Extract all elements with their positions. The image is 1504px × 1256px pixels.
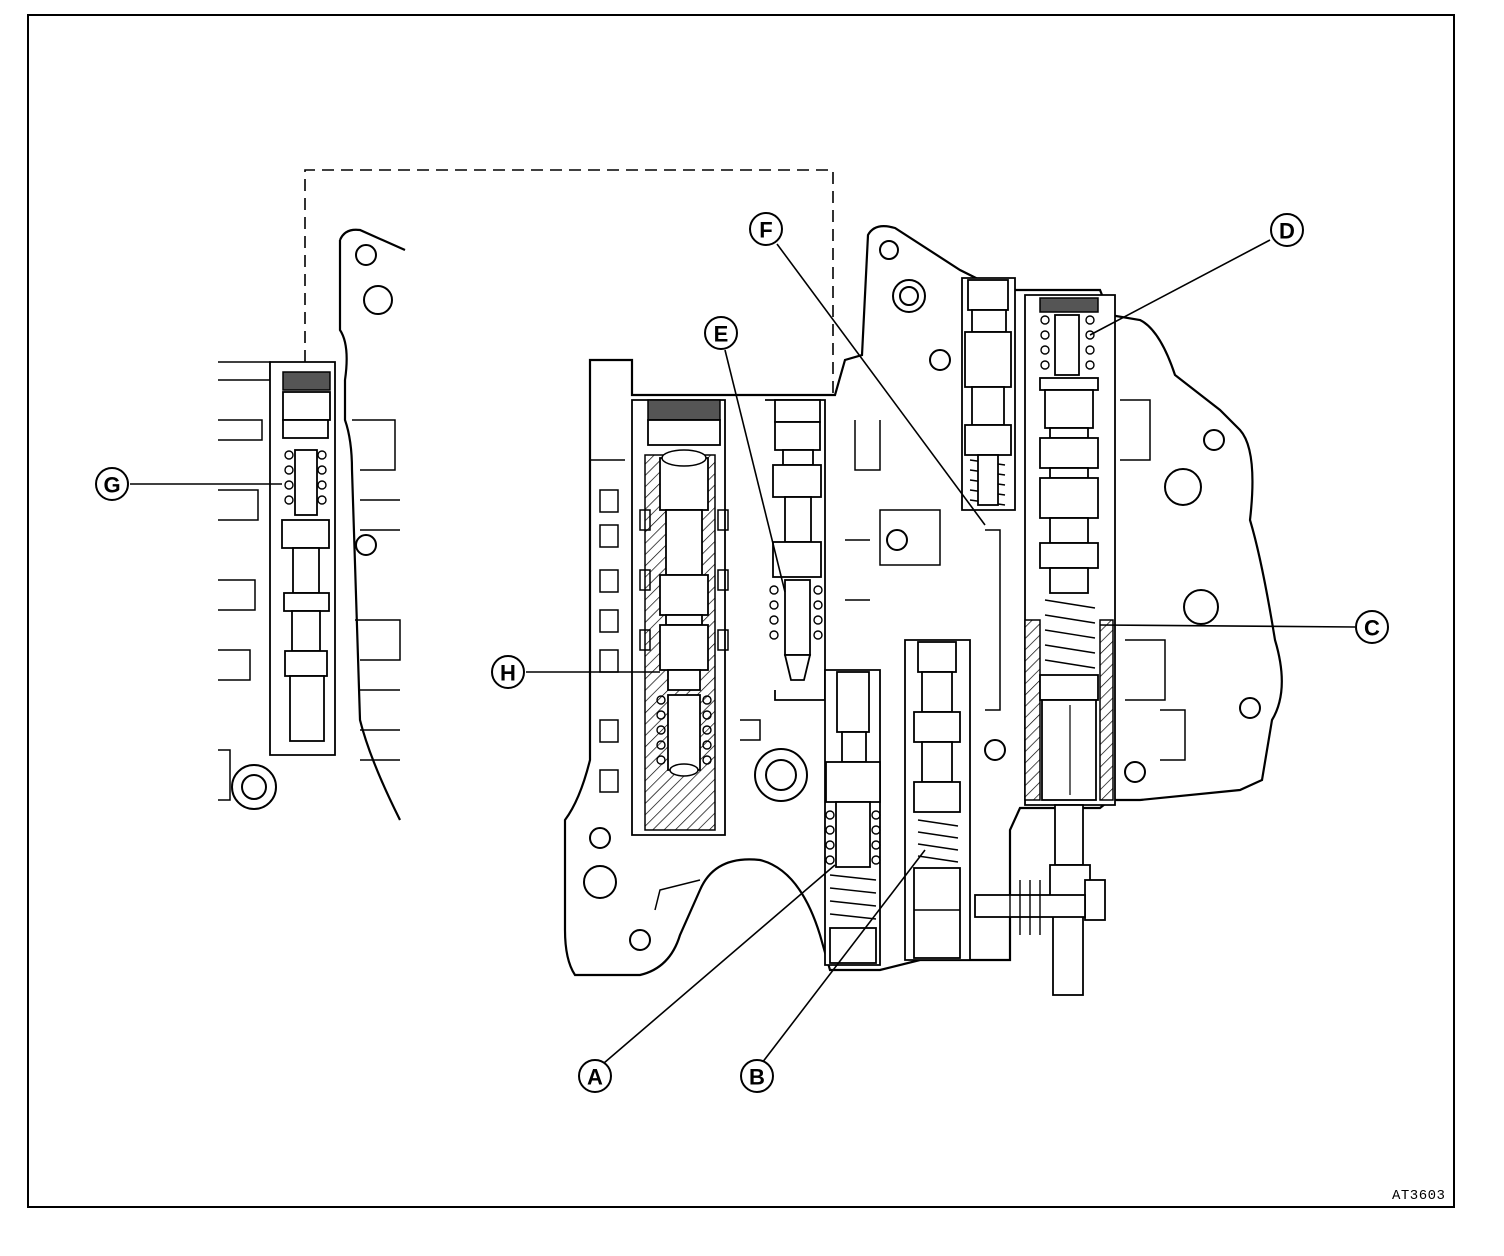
- leader-lines: [130, 239, 1356, 1064]
- callout-h-label: H: [500, 661, 516, 686]
- callout-e: E: [704, 316, 738, 350]
- enlargement-dashed-outline: [304, 169, 834, 400]
- reference-code: AT3603: [1392, 1188, 1446, 1204]
- callout-c: C: [1355, 610, 1389, 644]
- callout-e-label: E: [714, 322, 729, 347]
- callout-g-label: G: [103, 473, 120, 498]
- callout-a: A: [578, 1059, 612, 1093]
- callout-f: F: [749, 212, 783, 246]
- callout-c-label: C: [1364, 616, 1380, 641]
- left-detail-section: [218, 228, 406, 821]
- callout-d-label: D: [1279, 219, 1295, 244]
- callout-a-label: A: [587, 1065, 603, 1090]
- diagram-frame: [27, 14, 1455, 1208]
- main-valve-body: [563, 225, 1283, 996]
- callout-g: G: [95, 467, 129, 501]
- callout-b: B: [740, 1059, 774, 1093]
- callout-b-label: B: [749, 1065, 765, 1090]
- callout-h: H: [491, 655, 525, 689]
- callout-f-label: F: [759, 218, 772, 243]
- callout-d: D: [1270, 213, 1304, 247]
